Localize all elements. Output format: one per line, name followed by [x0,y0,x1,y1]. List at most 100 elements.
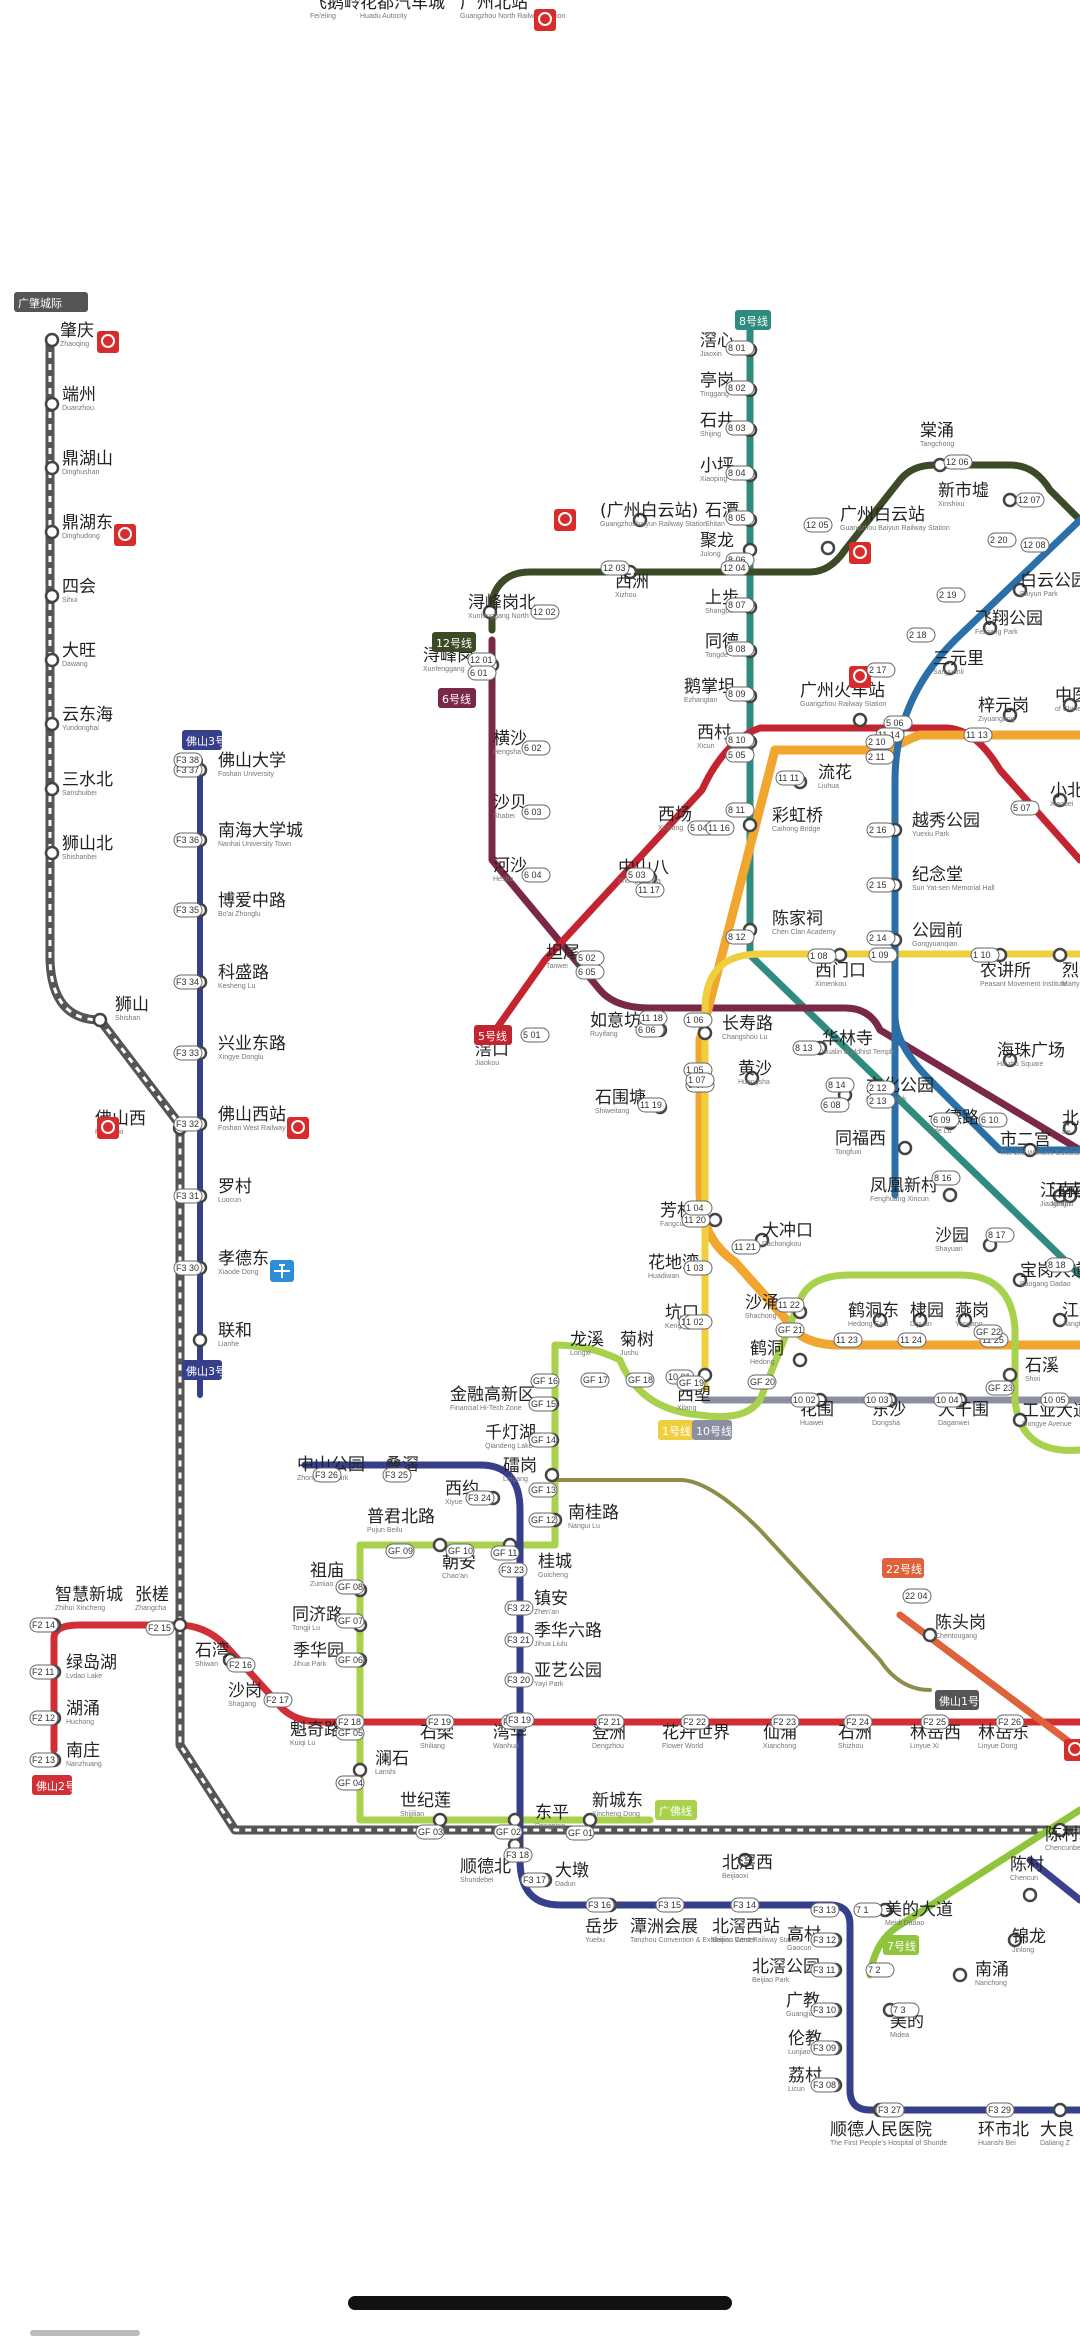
station-code-132: F3 20 [507,1675,530,1685]
badge-bg-b-f1 [935,1690,979,1710]
code-bg-77 [790,1392,820,1408]
station-code-116: F2 23 [773,1717,796,1727]
station-name-s42: 西洲 [615,572,649,592]
station-en-s39: Tangchong [920,441,954,448]
code-bg-127 [655,1897,685,1913]
station-en-s68: Yangang [955,1321,983,1328]
station-en-s35: Tongfuxi [835,1149,862,1156]
station-en-s141: Midea [890,2032,909,2039]
station-en-s114: Shagang [228,1701,256,1708]
code-bg-130 [503,1847,533,1863]
station-en-s72: Yuexiu Park [912,831,950,838]
station-code-142: F3 31 [176,1191,199,1201]
station-code-77: 10 02 [793,1395,816,1405]
station-s5 [44,652,60,668]
station-en-s56: Huangsha [738,1079,770,1086]
station-en-s74: Gongyuanqian [912,941,958,948]
station-name-s52: 流花 [818,763,852,783]
station-code-67: 2 12 [869,1083,887,1093]
code-bg-4 [725,510,755,526]
badge-b-zq: 广肇城际 [18,296,62,310]
station-en-s102: Zumiao [310,1581,333,1588]
station-en-s84: Ziyuangang [978,716,1015,723]
station-name-s99: 普君北路 [367,1507,435,1527]
station-name-s65: 鹤洞 [750,1339,784,1359]
code-bg-79 [933,1392,963,1408]
station-s35 [897,1140,913,1156]
station-code-34: 6 10 [981,1115,999,1125]
code-bg-111 [335,1714,365,1730]
station-name-s54: 如意坊 [590,1011,641,1031]
code-bg-45 [705,820,735,836]
station-code-41: 5 07 [1013,803,1031,813]
station-s6 [44,716,60,732]
station-name-s45: 横沙 [493,729,527,749]
station-code-6: 8 07 [728,600,746,610]
station-s128 [582,1812,598,1828]
station-name-s39: 棠涌 [920,421,954,441]
station-name-s82: 飞翔公园 [975,609,1043,629]
station-name-s85: 中医药 [1055,686,1080,706]
station-name-s58: 西门口 [815,961,866,981]
badge-bg-b-6 [438,688,476,708]
station-name-s68: 燕岗 [955,1301,989,1321]
station-s142 [952,1967,968,1983]
station-en-s80: Jiangnanxi [1040,1201,1074,1208]
station-code-108: F2 15 [148,1623,171,1633]
station-codes: 8 018 028 038 048 058 068 078 088 098 10… [29,340,1075,2118]
code-bg-84 [335,1775,365,1791]
code-bg-92 [528,1512,558,1528]
code-bg-138 [312,1467,342,1483]
station-en-s83: Sanyuanli [933,669,964,676]
station-en-s30: Xicun [697,743,715,750]
station-s144 [1022,1887,1038,1903]
station-name-s145: 陈村北 [1045,1825,1080,1845]
station-code-97: GF 17 [583,1375,608,1385]
railway-station-icon-ring [101,334,115,348]
code-bg-116 [770,1714,800,1730]
code-bg-43 [963,727,993,743]
scroll-indicator[interactable] [30,2330,140,2336]
station-name-s69: 石溪 [1025,1356,1059,1376]
station-en-s85: of Chinese Medicine [1055,706,1080,713]
station-en-s38: Baogang Dadao [1020,1281,1071,1288]
station-en-s113: Shiwan [195,1661,218,1668]
station-name-s148: 大良 [1040,2120,1074,2140]
station-code-4: 8 05 [728,513,746,523]
code-bg-147 [173,832,203,848]
station-en-s100: Chao'an [442,1573,468,1580]
railway-station-icon-ring [538,12,552,26]
code-bg-26 [521,740,551,756]
code-bg-134 [504,1600,534,1616]
code-bg-18 [530,604,560,620]
home-indicator[interactable] [348,2296,732,2310]
station-code-16: 8 18 [1048,1260,1066,1270]
station-code-118: F2 25 [923,1717,946,1727]
station-s117 [352,1762,368,1778]
railway-station-icon-ring [118,527,132,541]
station-en-s61: Kengkou [665,1323,693,1330]
station-s0 [44,332,60,348]
station-name-s80: 江南西 [1040,1181,1080,1201]
station-name-s128: 新城东 [592,1791,643,1811]
code-bg-153 [902,1588,932,1604]
code-bg-35 [520,1027,550,1043]
station-code-131: F3 19 [508,1715,531,1725]
station-s126 [432,1812,448,1828]
station-code-98: GF 18 [628,1375,653,1385]
station-en-s142: Nanchong [975,1980,1007,1987]
station-name-s96: 中山公园 [297,1455,365,1475]
station-en-s82: Feixiang Park [975,629,1018,636]
code-bg-24 [1020,537,1050,553]
station-name-s112: 南庄 [66,1741,100,1761]
station-s148 [1052,2102,1068,2118]
station-code-36: 5 02 [578,953,596,963]
code-bg-62 [807,948,837,964]
station-code-151: 7 2 [868,1965,881,1975]
station-en-s2: Dinghushan [62,469,99,476]
station-en-s70: Jiangtai Lu [1062,1321,1080,1328]
station-code-109: F2 16 [229,1660,252,1670]
station-code-86: GF 06 [338,1655,363,1665]
station-code-64: 1 10 [973,950,991,960]
